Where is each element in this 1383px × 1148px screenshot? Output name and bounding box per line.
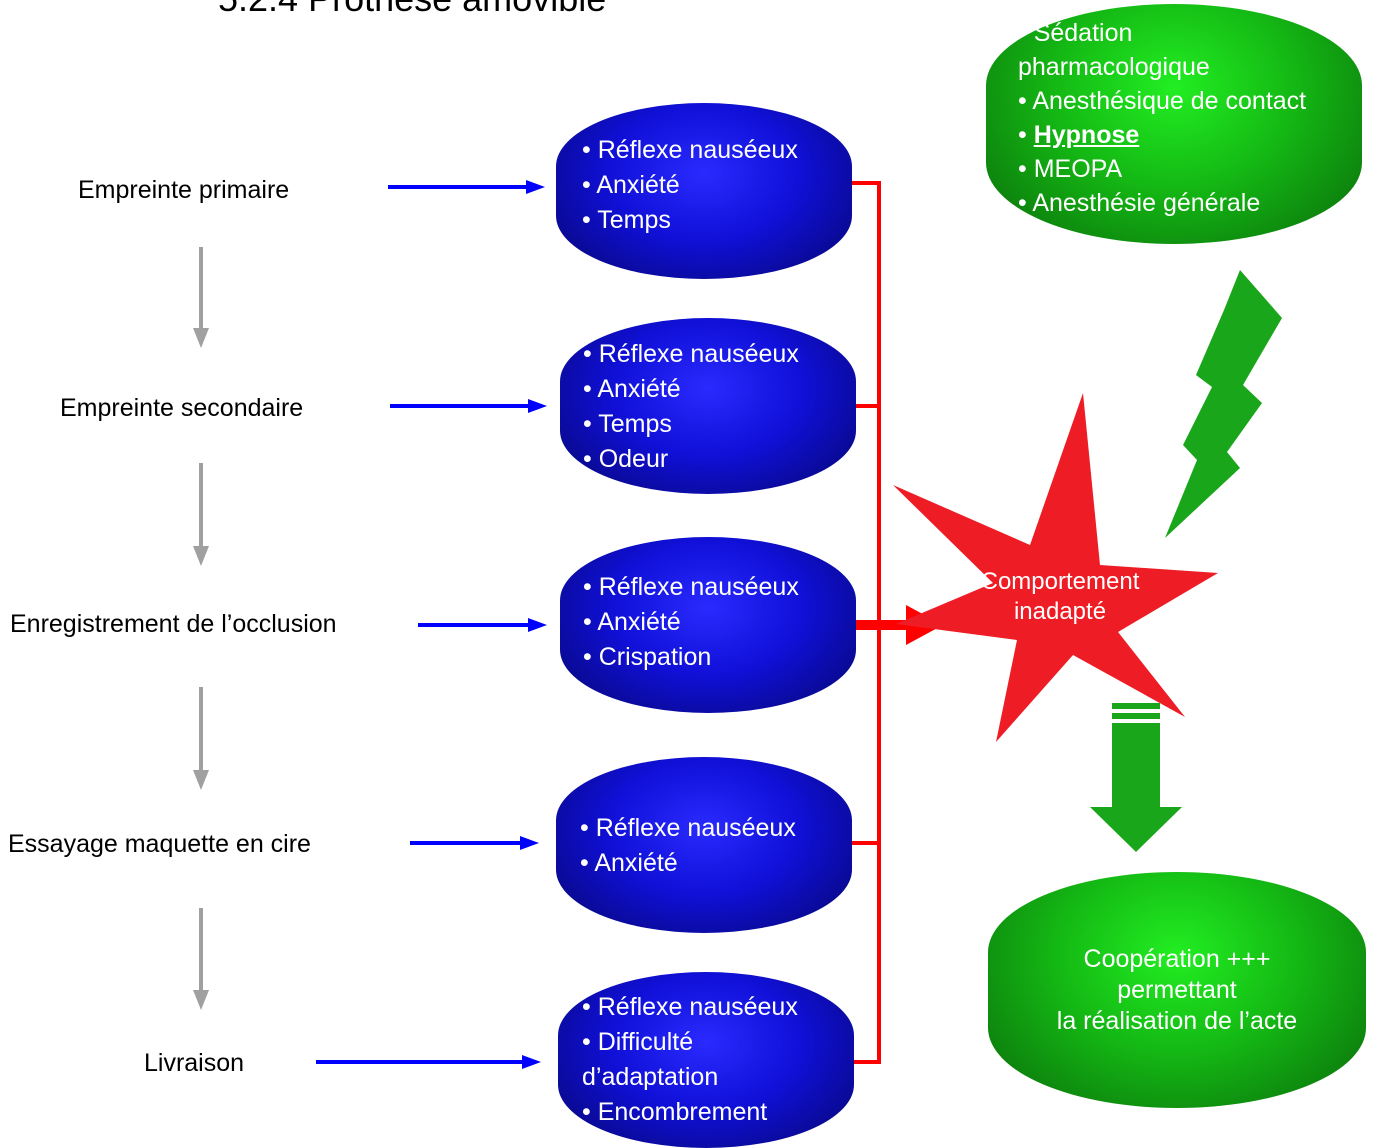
solution-anesthesie-generale: • Anesthésie générale [1018,189,1261,217]
obstacle-item: • Encombrement [582,1098,768,1126]
flow-arrows [193,247,209,1010]
obstacle-item: • Réflexe nauséeux [582,993,798,1021]
lightning-bolt-icon [1165,270,1282,538]
obstacle-item: • Difficulté [582,1028,694,1056]
obstacle-item: • Réflexe nauséeux [583,573,799,601]
solution-sedation-cont: pharmacologique [1018,53,1210,81]
hypnose-label: Hypnose [1033,121,1140,149]
obstacle-box-5: • Réflexe nauséeux • Difficulté d’adapta… [558,972,854,1148]
explosion-star-icon [893,393,1218,742]
result-line: permettant [1117,975,1237,1004]
step-empreinte-primaire: Empreinte primaire [78,176,290,204]
down-arrow-icon [193,770,209,790]
obstacle-box-2: • Réflexe nauséeux • Anxiété • Temps • O… [560,318,856,494]
obstacle-item: • Réflexe nauséeux [580,814,796,842]
down-arrow-icon [193,328,209,348]
obstacle-item: d’adaptation [582,1063,719,1091]
obstacle-item: • Anxiété [583,375,681,403]
bullet: • [1018,121,1034,149]
step-empreinte-secondaire: Empreinte secondaire [60,394,304,422]
down-arrow-icon [1090,703,1182,852]
obstacle-box-4: • Réflexe nauséeux • Anxiété [556,757,852,933]
result-box: Coopération +++ permettant la réalisatio… [988,872,1366,1108]
obstacle-box-3: • Réflexe nauséeux • Anxiété • Crispatio… [560,537,856,713]
obstacle-item: • Anxiété [582,171,680,199]
obstacle-item: • Crispation [583,643,712,671]
arrow-head-icon [528,399,547,413]
solution-sedation: • Sédation [1018,19,1133,47]
step-enregistrement-occlusion: Enregistrement de l’occlusion [10,610,337,638]
obstacle-item: • Anxiété [580,849,678,877]
arrow-head-icon [522,1055,541,1069]
page-title: 5.2.4 Prothèse amovible [218,0,606,20]
solution-hypnose: • Hypnose [1018,118,1362,152]
result-line: Coopération +++ [1083,944,1271,973]
arrow-head-icon [520,836,539,850]
obstacle-item: • Anxiété [583,608,681,636]
step-essayage-maquette: Essayage maquette en cire [8,830,311,858]
down-arrow-icon [193,990,209,1010]
down-arrow-icon [193,546,209,566]
star-label: Comportement inadapté [960,567,1160,627]
obstacle-item: • Temps [582,206,671,234]
arrow-head-icon [528,618,547,632]
obstacle-item: • Odeur [583,445,669,473]
step-livraison: Livraison [144,1049,245,1077]
solution-anesthesique-contact: • Anesthésique de contact [1018,87,1307,115]
obstacle-item: • Réflexe nauséeux [582,136,798,164]
star-label-line2: inadapté [1013,598,1107,625]
solution-meopa: • MEOPA [1018,155,1123,183]
step-arrows [316,180,547,1069]
obstacle-item: • Temps [583,410,672,438]
obstacle-item: • Réflexe nauséeux [583,340,799,368]
star-label-line1: Comportement [980,568,1140,595]
obstacle-box-1: • Réflexe nauséeux • Anxiété • Temps [556,103,852,279]
solutions-box: • Sédation pharmacologique • Anesthésiqu… [986,4,1362,244]
result-line: la réalisation de l’acte [1056,1006,1298,1035]
arrow-head-icon [526,180,545,194]
